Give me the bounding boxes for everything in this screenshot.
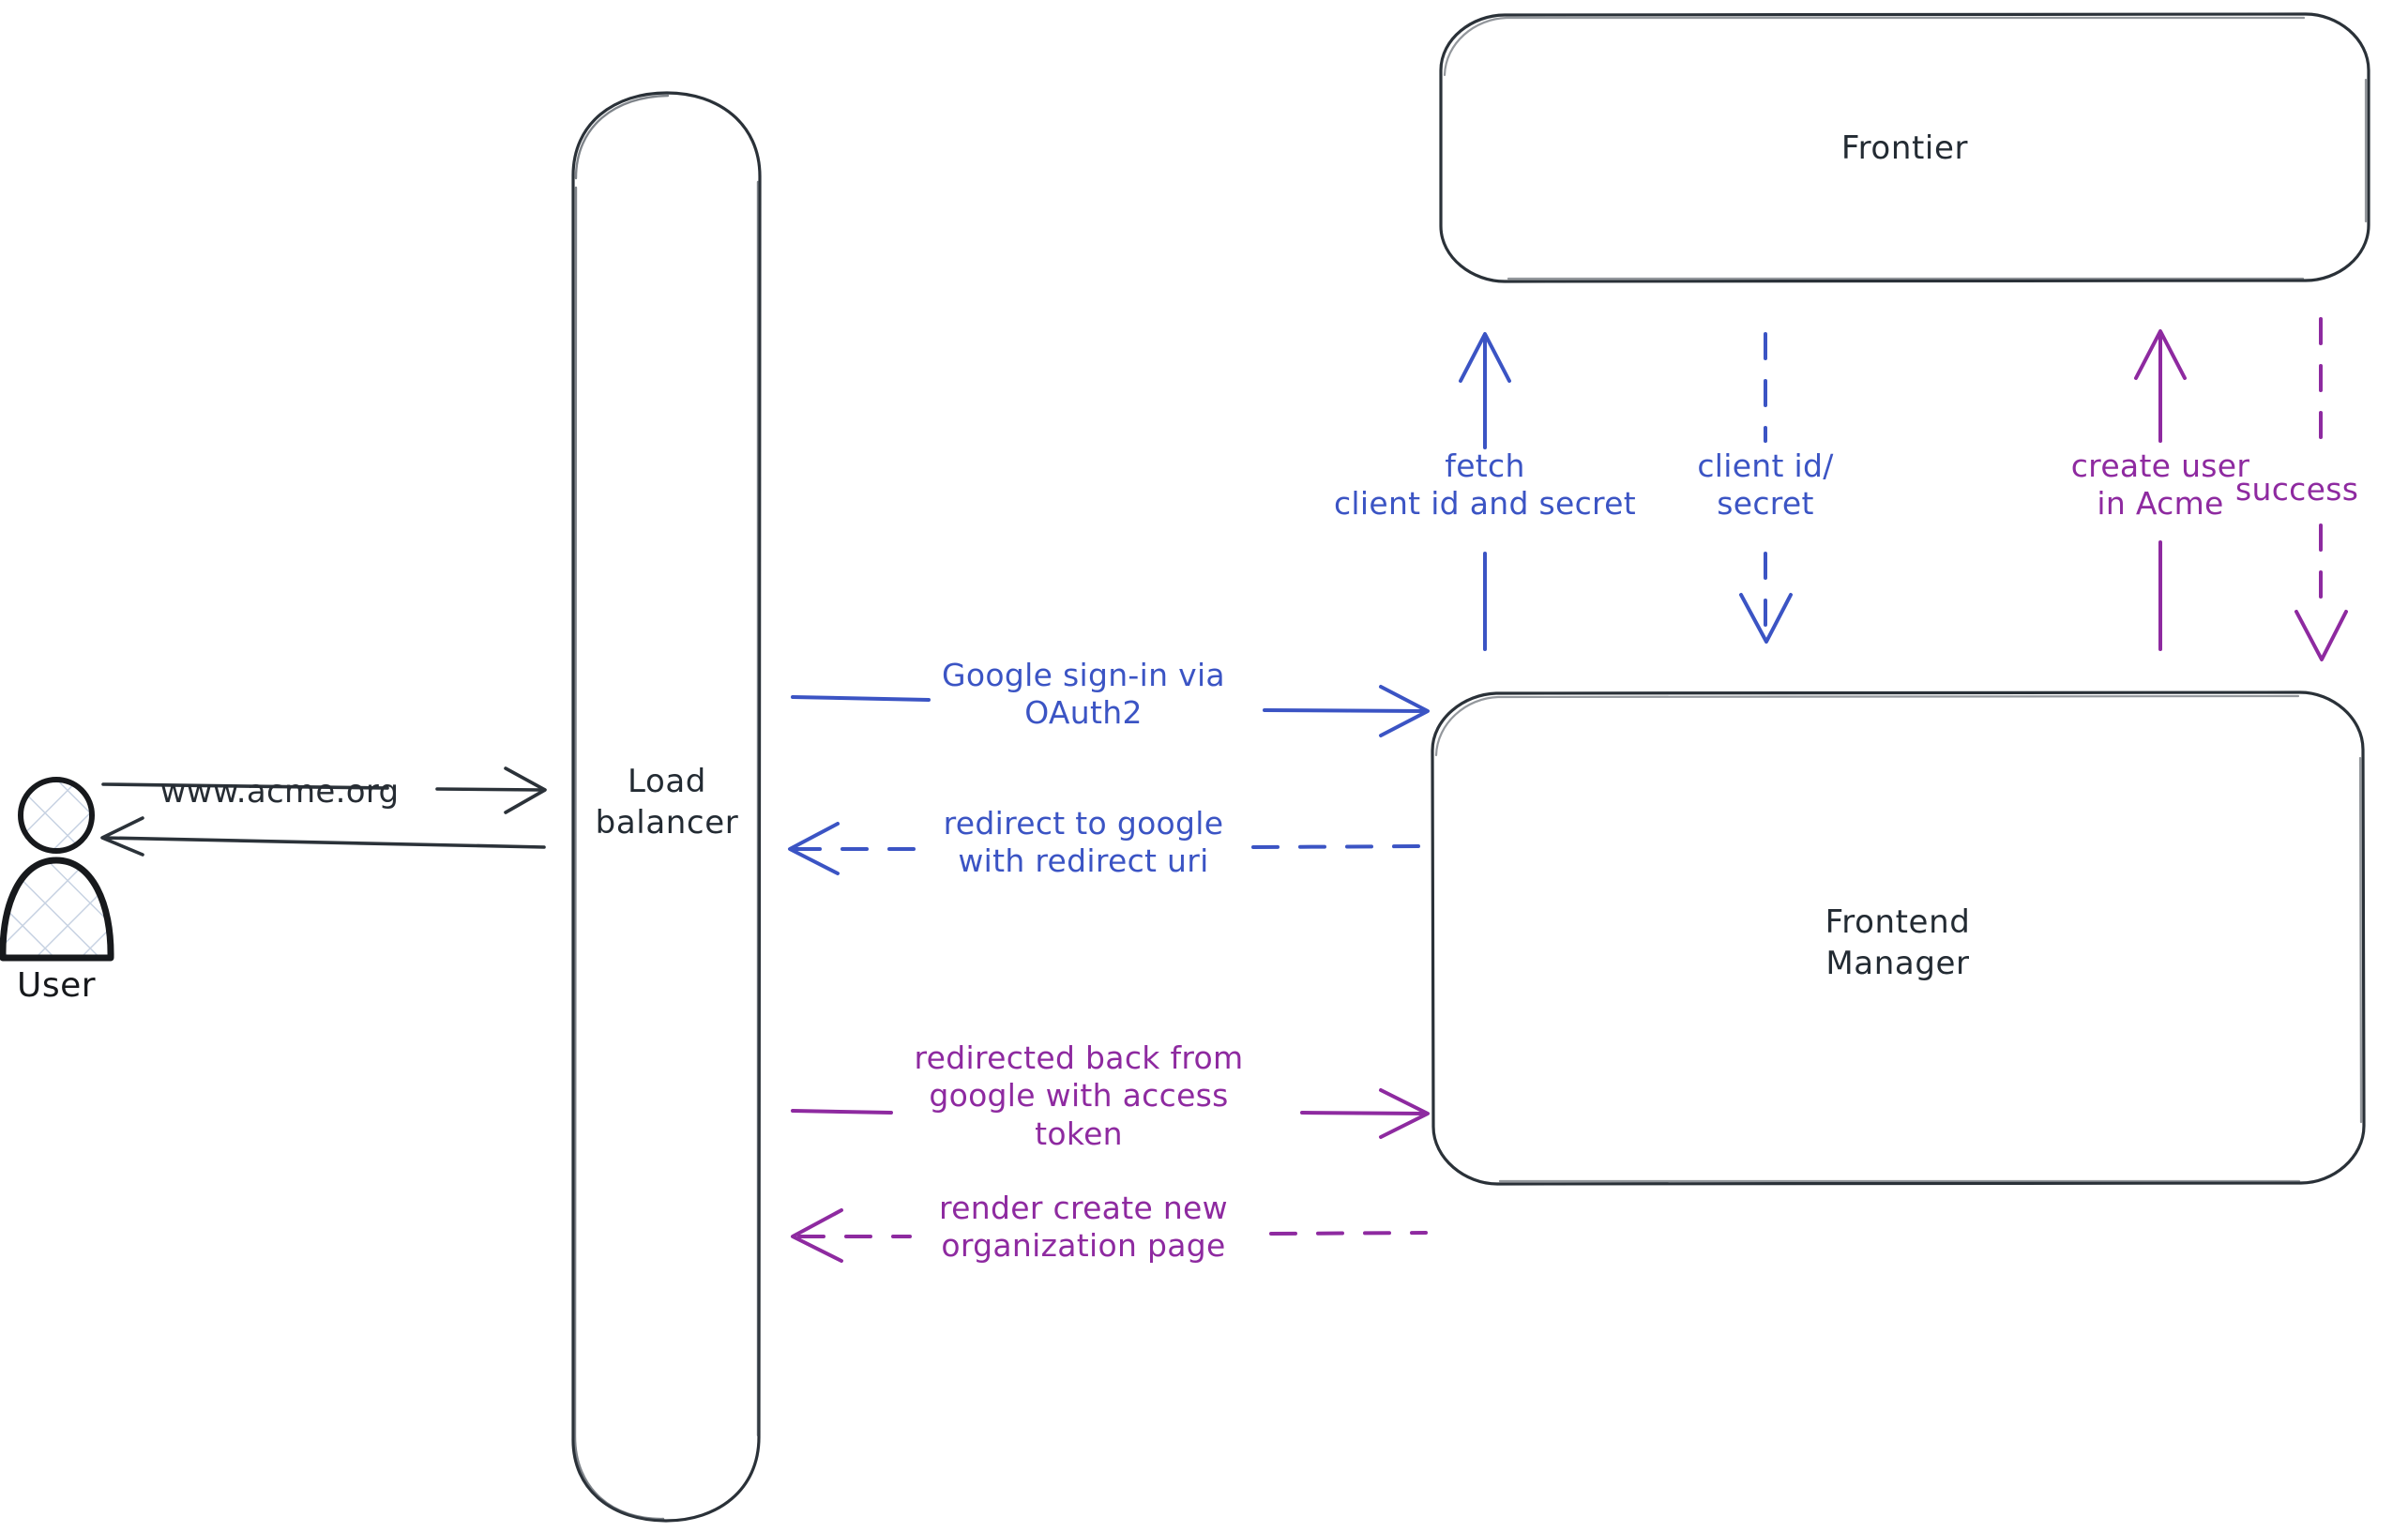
- edge-lb-to-fm-token-line: [791, 1088, 1430, 1139]
- edge-lb-to-fm-signin-line: [791, 685, 1430, 737]
- edge-fm-to-frontier-create-user-line: [2134, 329, 2187, 651]
- edge-frontier-to-fm-success-line: [2294, 317, 2348, 661]
- node-frontend-manager-shape[interactable]: [1431, 690, 2366, 1186]
- edge-fm-to-frontier-fetch-line: [1459, 332, 1511, 651]
- edge-fm-to-lb-render-line: [791, 1208, 1428, 1263]
- user-actor-caption: User: [17, 966, 97, 1005]
- node-load-balancer-shape[interactable]: [571, 91, 762, 1523]
- edge-fm-to-lb-redirect-line: [788, 822, 1428, 875]
- edge-frontier-to-fm-credentials-line: [1739, 332, 1793, 644]
- node-frontier-shape[interactable]: [1439, 12, 2370, 283]
- edge-lb-to-user-line: [100, 816, 546, 857]
- edge-user-to-lb-line: [101, 766, 547, 814]
- user-actor-figure[interactable]: [0, 777, 114, 962]
